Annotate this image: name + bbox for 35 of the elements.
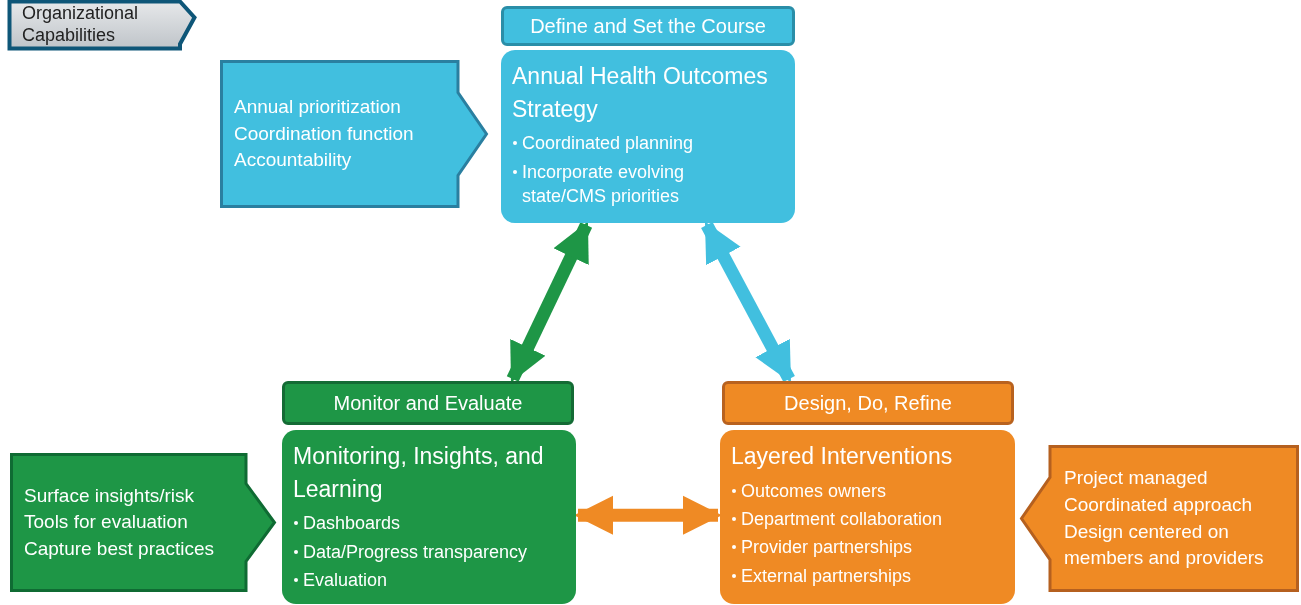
double-arrow (574, 495, 722, 535)
card-title: Monitoring, Insights, and Learning (293, 442, 545, 504)
callout-text: Design centered on members and providers (1064, 519, 1265, 571)
bullet-item: Outcomes owners (731, 478, 1005, 503)
callout-text: Tools for evaluation (24, 510, 189, 535)
stage-header: Monitor and Evaluate (282, 381, 574, 425)
stage-card (501, 50, 795, 223)
bullet-item: Provider partnerships (731, 535, 1005, 560)
bullet-item: Dashboards (293, 511, 566, 536)
double-arrow (701, 221, 795, 383)
double-arrow (506, 221, 593, 383)
callout-text: Organizational Capabilities (22, 3, 140, 47)
callout-shape (220, 60, 488, 208)
stage-card (720, 430, 1015, 604)
stage-card (282, 430, 576, 604)
card-title: Annual Health Outcomes Strategy (512, 62, 769, 124)
callout-text: Project managed (1064, 466, 1209, 491)
callout-text: Coordination function (234, 121, 415, 146)
card-title: Layered Interventions (731, 442, 954, 471)
callout-text: Annual prioritization (234, 95, 402, 120)
bullet-item: Department collaboration (731, 506, 1005, 532)
bullet-item: Data/Progress transparency (293, 539, 566, 564)
bullet-item: Evaluation (293, 567, 566, 593)
callout-shape (1020, 445, 1299, 592)
callout-text: Surface insights/risk (24, 483, 195, 508)
bullet-item: Coordinated planning (512, 131, 745, 156)
tag-shape (8, 0, 196, 50)
stage-header: Define and Set the Course (501, 6, 795, 46)
callout-text: Capture best practices (24, 536, 216, 561)
callout-shape (10, 453, 276, 592)
stage-header: Design, Do, Refine (722, 381, 1014, 425)
callout-text: Accountability (234, 148, 353, 173)
callout-text: Coordinated approach (1064, 492, 1254, 517)
bullet-item: External partnerships (731, 563, 1005, 588)
bullet-item: Incorporate evolving state/CMS priorities (512, 159, 745, 209)
